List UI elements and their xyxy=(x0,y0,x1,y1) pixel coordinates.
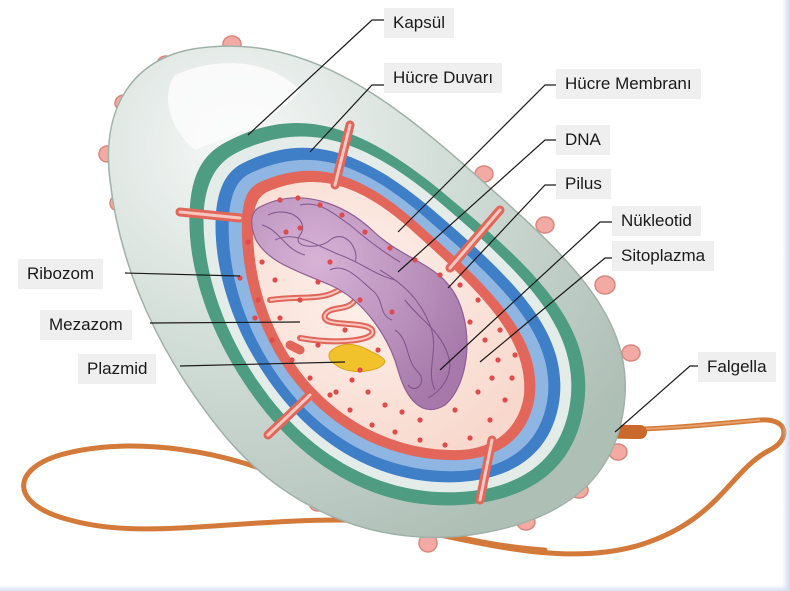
ribosome-dot xyxy=(387,245,392,250)
ribosome-dot xyxy=(315,279,320,284)
ribosome-dot xyxy=(357,367,362,372)
label-falgella: Falgella xyxy=(698,352,776,382)
label-kapsul: Kapsül xyxy=(384,8,454,38)
label-hucre-duvari: Hücre Duvarı xyxy=(384,63,502,93)
ribosome-dot xyxy=(417,437,422,442)
label-hucre-membrani: Hücre Membranı xyxy=(556,69,701,99)
ribosome-dot xyxy=(437,272,442,277)
ribosome-dot xyxy=(277,315,282,320)
label-sitoplazma: Sitoplazma xyxy=(612,241,714,271)
ribosome-dot xyxy=(297,225,302,230)
ribosome-dot xyxy=(509,375,514,380)
ribosome-dot xyxy=(369,422,374,427)
ribosome-dot xyxy=(512,352,517,357)
ribosome-dot xyxy=(333,389,338,394)
ribosome-dot xyxy=(362,229,367,234)
ribosome-dot xyxy=(255,297,260,302)
edge-fade xyxy=(782,0,790,591)
ribosome-dot xyxy=(357,297,362,302)
label-dna: DNA xyxy=(556,125,610,155)
ribosome-dot xyxy=(342,327,347,332)
ribosome-dot xyxy=(457,282,462,287)
ribosome-dot xyxy=(417,417,422,422)
ribosome-dot xyxy=(317,202,322,207)
ribosome-dot xyxy=(365,389,370,394)
ribosome-dot xyxy=(289,357,294,362)
label-plazmid: Plazmid xyxy=(78,354,156,384)
ribosome-dot xyxy=(489,375,494,380)
ribosome-dot xyxy=(399,409,404,414)
ribosome-dot xyxy=(349,377,354,382)
ribosome-dot xyxy=(389,309,394,314)
bottom-fade xyxy=(0,585,790,591)
ribosome-dot xyxy=(277,197,282,202)
ribosome-dot xyxy=(297,297,302,302)
ribosome-dot xyxy=(487,417,492,422)
ribosome-dot xyxy=(339,212,344,217)
ribosome-dot xyxy=(482,337,487,342)
ribosome-dot xyxy=(327,259,332,264)
ribosome-dot xyxy=(295,195,300,200)
ribosome-dot xyxy=(497,327,502,332)
ribosome-dot xyxy=(307,375,312,380)
ribosome-dot xyxy=(252,315,257,320)
ribosome-dot xyxy=(382,402,387,407)
ribosome-dot xyxy=(245,239,250,244)
ribosome-dot xyxy=(375,347,380,352)
ribosome-dot xyxy=(502,397,507,402)
ribosome-dot xyxy=(467,435,472,440)
ribosome-dot xyxy=(327,392,332,397)
ribosome-dot xyxy=(475,297,480,302)
ribosome-dot xyxy=(259,259,264,264)
ribosome-dot xyxy=(392,429,397,434)
ribosome-dot xyxy=(272,277,277,282)
label-mezazom: Mezazom xyxy=(40,310,132,340)
ribosome-dot xyxy=(475,389,480,394)
label-nukleotid: Nükleotid xyxy=(612,206,701,236)
ribosome-dot xyxy=(269,337,274,342)
ribosome-dot xyxy=(315,342,320,347)
ribosome-dot xyxy=(467,319,472,324)
label-pilus: Pilus xyxy=(556,169,611,199)
ribosome-dot xyxy=(495,357,500,362)
label-ribozom: Ribozom xyxy=(18,259,103,289)
ribosome-dot xyxy=(347,407,352,412)
ribosome-dot xyxy=(283,229,288,234)
ribosome-dot xyxy=(452,407,457,412)
ribosome-dot xyxy=(442,442,447,447)
